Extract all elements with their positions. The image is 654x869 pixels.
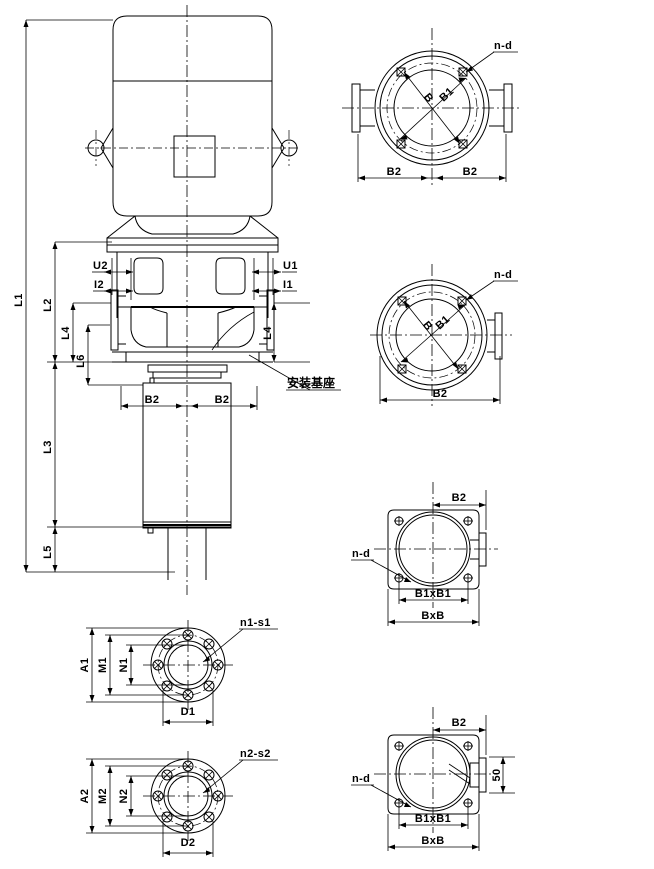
dim-label-M2: M2 [97, 788, 109, 804]
lantern-adapter [106, 215, 279, 253]
view-discharge-flange-detail: A2 M2 N2 D2 n2-s2 [79, 748, 278, 857]
dim-label-n-d-sq-lower: n-d [352, 773, 370, 785]
dim-label-L5: L5 [42, 545, 54, 559]
port-label-I1-group: I1 [252, 279, 297, 294]
support-bracket [116, 252, 269, 318]
view-round-flange-double: B B1 n-d B2 B2 [342, 28, 522, 188]
callout-mounting-base: 安装基座 [248, 354, 341, 391]
dim-label-L1: L1 [13, 293, 25, 307]
view-square-flange-upper: B2 n-d B1xB1 BxB [351, 482, 498, 626]
callout-label-mounting-base: 安装基座 [287, 375, 335, 390]
dim-label-n-d-top: n-d [494, 40, 512, 52]
dim-label-B2-left: B2 [145, 394, 160, 406]
dim-label-B2-sq-upper: B2 [452, 492, 467, 504]
port-label-U2: U2 [93, 260, 108, 272]
port-label-U2-group: U2 [92, 258, 133, 300]
dim-label-B1-mid: B1 [433, 313, 452, 332]
dim-label-B2-top-left: B2 [387, 166, 402, 178]
main-front-elevation [85, 5, 300, 595]
port-label-U1: U1 [283, 260, 298, 272]
dim-label-B2-right: B2 [215, 394, 230, 406]
dim-label-BxB-lower: BxB [421, 835, 444, 847]
dim-label-n2-s2: n2-s2 [240, 748, 271, 760]
port-label-U1-group: U1 [252, 258, 298, 300]
dim-label-N1: N1 [118, 658, 130, 673]
dim-label-50: 50 [491, 768, 503, 781]
bolt-holes [397, 296, 467, 374]
port-label-I2-group: I2 [93, 279, 133, 294]
dim-label-B-top: B [421, 91, 436, 105]
pump-casing [112, 306, 273, 363]
view-square-flange-lower: B2 50 n-d B1xB1 BxB [351, 707, 515, 851]
view-round-flange-single: B B1 n-d B2 [370, 264, 518, 406]
dim-label-B-mid: B [420, 319, 435, 333]
dim-label-n-d-sq-upper: n-d [352, 548, 370, 560]
dim-label-L4-right: L4 [262, 326, 274, 340]
dim-label-n1-s1: n1-s1 [240, 617, 271, 629]
dim-label-D1: D1 [181, 706, 196, 718]
dim-label-D2: D2 [181, 837, 196, 849]
dim-label-N2: N2 [118, 789, 130, 804]
dim-label-L3: L3 [42, 440, 54, 454]
view-suction-flange-detail: A1 M1 N1 D1 n1-s1 [79, 617, 278, 726]
port-label-I2: I2 [94, 279, 104, 291]
dim-label-B2-sq-lower: B2 [452, 717, 467, 729]
dim-label-BxB-upper: BxB [421, 610, 444, 622]
port-label-I1: I1 [283, 279, 293, 291]
motor-housing [85, 15, 300, 217]
dim-label-M1: M1 [97, 657, 109, 673]
dim-label-B1xB1-lower: B1xB1 [415, 813, 451, 825]
dim-label-B1xB1-upper: B1xB1 [415, 588, 451, 600]
dim-label-A2: A2 [79, 789, 91, 804]
dim-label-L4-left: L4 [60, 326, 72, 340]
dim-label-A1: A1 [79, 658, 91, 673]
bolt-holes [396, 67, 468, 149]
dim-label-L6: L6 [75, 354, 87, 368]
dim-label-B2-mid: B2 [433, 388, 448, 400]
dim-label-L2: L2 [42, 298, 54, 312]
main-view-B2-dims: B2 B2 [120, 386, 258, 410]
dim-label-n-d-mid: n-d [494, 269, 512, 281]
dim-label-B2-top-right: B2 [463, 166, 478, 178]
main-view-dimensions: L1 L2 L3 L5 L4 L6 [13, 19, 341, 573]
